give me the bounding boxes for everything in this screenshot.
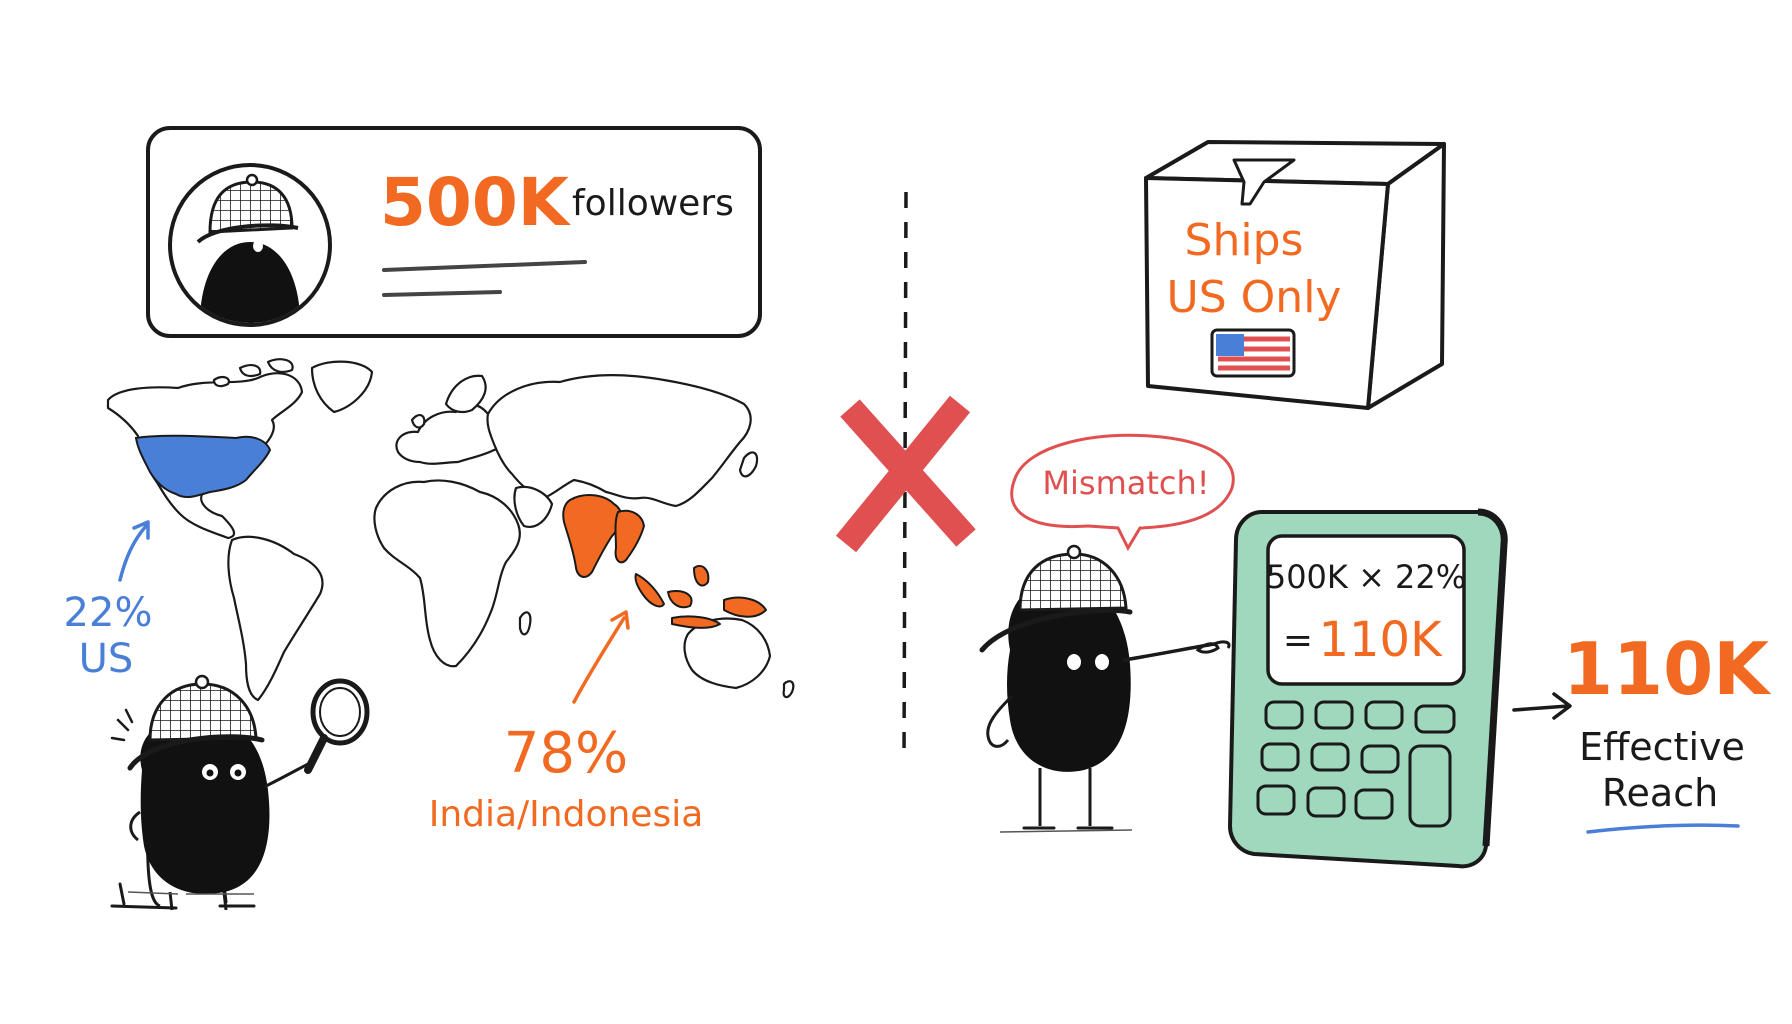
- map-asia-highlight: [562, 494, 767, 629]
- calculator-screen: [1266, 534, 1466, 686]
- map-south-america: [227, 535, 324, 702]
- effective-reach-line1: Effective: [1579, 725, 1745, 769]
- map-arabia: [513, 485, 554, 528]
- mismatch-x-icon: [835, 395, 976, 553]
- effective-reach-line2: Reach: [1602, 771, 1718, 815]
- map-new-zealand: [782, 680, 795, 699]
- us-label: US: [79, 636, 134, 682]
- arrow-right-icon: [1512, 692, 1572, 720]
- profile-placeholder-line: [382, 260, 587, 272]
- follower-unit: followers: [572, 183, 734, 224]
- detective-pointing-character: [979, 544, 1231, 833]
- effective-reach-underline: [1586, 823, 1740, 834]
- map-arctic-islands: [212, 358, 294, 388]
- us-flag-icon: [1210, 328, 1296, 378]
- box-label-line1: Ships: [1185, 215, 1304, 266]
- magnifier-icon: [304, 678, 370, 774]
- asia-arrow: [572, 616, 626, 704]
- map-us-highlight: [134, 434, 272, 499]
- map-australia: [683, 617, 772, 690]
- world-map: [106, 358, 795, 702]
- shipping-box: [1144, 140, 1446, 410]
- asia-arrow-head: [610, 610, 630, 630]
- speech-bubble: Mismatch!: [1010, 433, 1235, 552]
- speech-text: Mismatch!: [1042, 464, 1209, 502]
- us-arrow-head: [132, 520, 150, 540]
- box-tape: [1232, 158, 1296, 206]
- map-africa: [373, 479, 521, 668]
- box-label-line2: US Only: [1167, 272, 1342, 323]
- box-front: [1144, 176, 1390, 410]
- map-asia: [486, 373, 752, 508]
- us-percent: 22%: [64, 590, 153, 636]
- map-uk: [410, 414, 426, 429]
- follower-count: 500K: [380, 164, 572, 241]
- map-scandinavia: [444, 374, 487, 414]
- profile-card: 500K followers: [146, 126, 762, 338]
- us-arrow: [118, 524, 148, 582]
- map-greenland: [310, 360, 374, 414]
- calculator-result: 110K: [1318, 612, 1443, 668]
- detective-avatar-icon: [168, 163, 332, 327]
- calculator-equals: =: [1283, 620, 1313, 661]
- detective-magnifier-character: [110, 674, 314, 911]
- calculator: 500K × 22% = 110K: [1227, 508, 1508, 869]
- calculator-keys: [1256, 700, 1456, 828]
- asia-percent: 78%: [504, 721, 628, 786]
- calculator-formula: 500K × 22%: [1266, 558, 1466, 596]
- map-japan: [738, 451, 759, 478]
- effective-reach-value: 110K: [1563, 627, 1771, 711]
- map-madagascar: [518, 611, 532, 636]
- asia-label: India/Indonesia: [429, 794, 704, 835]
- profile-placeholder-line: [382, 290, 502, 297]
